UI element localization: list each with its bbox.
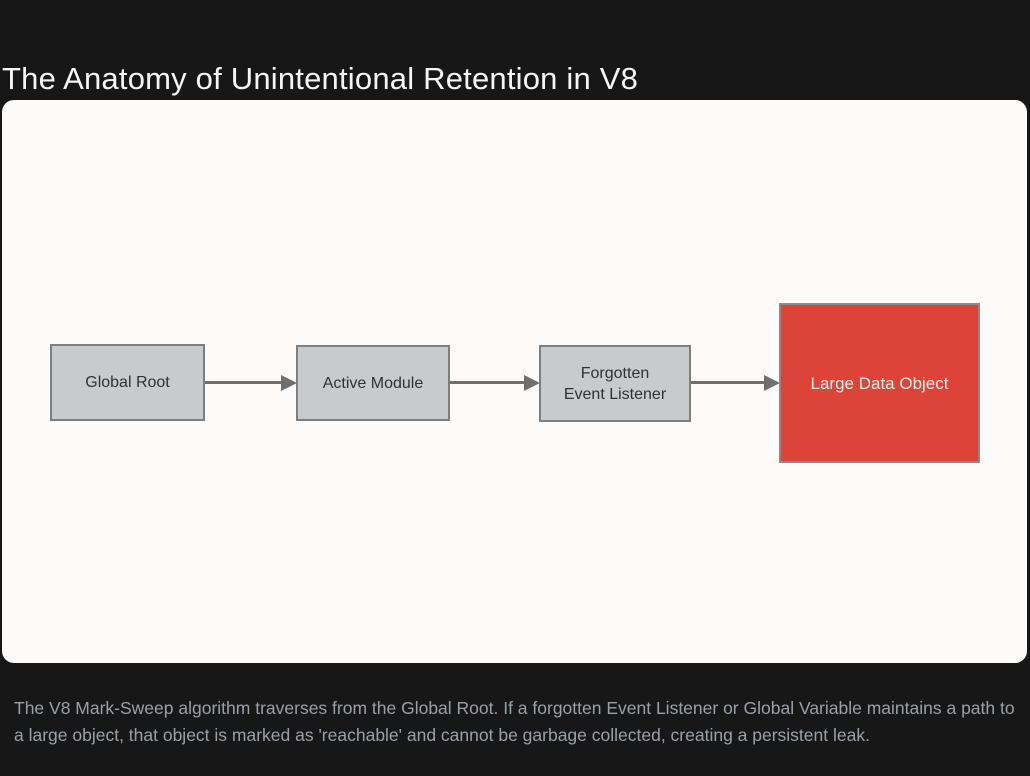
node-large-data-object-label: Large Data Object	[810, 373, 949, 393]
flow-arrow-3	[691, 381, 764, 384]
node-global-root-label: Global Root	[85, 374, 170, 391]
flow-arrow-1	[205, 381, 281, 384]
node-forgotten-event-listener-label-line1: Forgotten	[580, 364, 650, 382]
diagram-panel: Global Root Active Module Forgotten Even…	[2, 100, 1027, 663]
node-active-module-label: Active Module	[322, 374, 424, 392]
node-active-module: Active Module	[296, 345, 450, 421]
slide-caption: The V8 Mark-Sweep algorithm traverses fr…	[14, 697, 1015, 746]
slide-title: The Anatomy of Unintentional Retention i…	[2, 60, 639, 96]
node-large-data-object: Large Data Object	[779, 303, 980, 463]
node-forgotten-event-listener: Forgotten Event Listener	[539, 345, 691, 422]
node-global-root: Global Root	[50, 344, 205, 421]
flow-arrow-2	[450, 381, 524, 384]
node-forgotten-event-listener-label-line2: Event Listener	[563, 385, 667, 403]
